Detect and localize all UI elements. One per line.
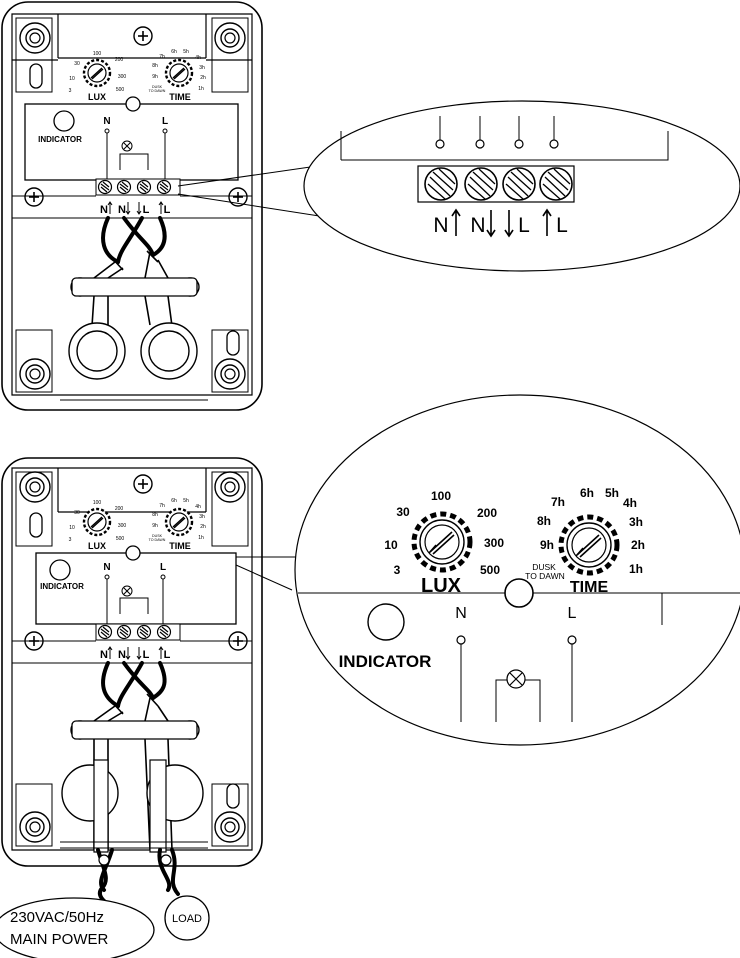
time-tick: 5h xyxy=(183,498,189,504)
time-tick: 1h xyxy=(198,535,204,541)
bottom-indicator-label: INDICATOR xyxy=(40,582,84,591)
bottom-lux-label: LUX xyxy=(88,541,106,551)
terminal-label: N xyxy=(100,649,108,661)
terminal-label: L xyxy=(164,204,171,216)
time-tick: 2h xyxy=(200,75,206,81)
bottom-l-label: L xyxy=(160,562,166,573)
terminal-label: N xyxy=(118,204,126,216)
zoom-time-label: TIME xyxy=(570,579,609,596)
main-power-line2: MAIN POWER xyxy=(10,931,109,948)
time-tick: 7h xyxy=(159,54,165,60)
time-tick: 2h xyxy=(200,524,206,530)
load-bubble xyxy=(164,895,210,941)
terminal-label: L xyxy=(164,649,171,661)
zoom-time-tick: 9h xyxy=(540,538,554,552)
zoom-terminal-label: N xyxy=(433,214,448,237)
time-tick: 7h xyxy=(159,503,165,509)
dusk-label: DUSK xyxy=(152,534,163,538)
zoom-dusk-label: TO DAWN xyxy=(525,571,565,581)
lux-tick: 10 xyxy=(69,525,75,531)
zoom-time-tick: 3h xyxy=(629,515,643,529)
zoom-time-tick: 7h xyxy=(551,495,565,509)
lux-tick: 3 xyxy=(69,88,72,94)
bottom-time-label: TIME xyxy=(169,541,191,551)
zoom-lux-label: LUX xyxy=(421,575,462,597)
top-indicator-label: INDICATOR xyxy=(38,135,82,144)
zoom-n-label: N xyxy=(455,605,467,622)
time-tick: 3h xyxy=(199,65,205,71)
zoom-lux-tick: 200 xyxy=(477,506,497,520)
zoom-indicator-label: INDICATOR xyxy=(339,652,432,671)
bottom-n-label: N xyxy=(103,562,110,573)
lux-tick: 300 xyxy=(118,74,127,80)
zoom-lux-tick: 30 xyxy=(396,505,410,519)
time-tick: 9h xyxy=(152,74,158,80)
zoom-lux-tick: 10 xyxy=(384,538,398,552)
load-label: LOAD xyxy=(172,913,202,925)
dusk-label: TO DAWN xyxy=(149,89,166,93)
zoom-time-tick: 8h xyxy=(537,514,551,528)
external-wiring: 230VAC/50Hz MAIN POWER LOAD xyxy=(0,848,210,958)
zoom-dusk-label: DUSK xyxy=(532,562,556,572)
indicator-led xyxy=(49,559,71,581)
zoom-time-tick: 2h xyxy=(631,538,645,552)
zoom-lux-tick: 100 xyxy=(431,489,451,503)
main-power-bubble xyxy=(0,897,155,958)
time-tick: 8h xyxy=(152,63,158,69)
indicator-led xyxy=(53,110,75,132)
time-tick: 9h xyxy=(152,523,158,529)
time-tick: 3h xyxy=(199,514,205,520)
time-tick: 8h xyxy=(152,512,158,518)
lux-tick: 500 xyxy=(116,87,125,93)
lux-tick: 100 xyxy=(93,51,102,57)
top-n-label: N xyxy=(103,116,110,127)
zoom-lux-tick: 300 xyxy=(484,536,504,550)
top-time-label: TIME xyxy=(169,92,191,102)
lux-tick: 500 xyxy=(116,536,125,542)
lux-tick: 30 xyxy=(74,61,80,67)
top-terminal-zoom: N N L L xyxy=(177,100,740,272)
zoom-l-label: L xyxy=(568,605,577,622)
zoom-indicator-led xyxy=(367,603,405,641)
zoom-terminal-label: N xyxy=(470,214,485,237)
dusk-label: TO DAWN xyxy=(149,538,166,542)
lux-tick: 10 xyxy=(69,76,75,82)
terminal-label: N xyxy=(100,204,108,216)
top-sensor-housing: LUX TIME 3 10 30 100 200 300 500 9h 8h 7… xyxy=(1,1,263,411)
zoom-time-tick: 1h xyxy=(629,562,643,576)
time-tick: 1h xyxy=(198,86,204,92)
zoom-terminal-label: L xyxy=(556,214,568,237)
zoom-lux-tick: 500 xyxy=(480,563,500,577)
lux-tick: 30 xyxy=(74,510,80,516)
lux-tick: 200 xyxy=(115,57,124,63)
zoom-time-tick: 4h xyxy=(623,496,637,510)
lux-tick: 300 xyxy=(118,523,127,529)
top-l-label: L xyxy=(162,116,168,127)
dusk-label: DUSK xyxy=(152,85,163,89)
lux-tick: 200 xyxy=(115,506,124,512)
zoom-terminal-label: L xyxy=(518,214,530,237)
time-tick: 4h xyxy=(195,504,201,510)
lux-tick: 100 xyxy=(93,500,102,506)
zoom-time-tick: 5h xyxy=(605,486,619,500)
time-tick: 6h xyxy=(171,49,177,55)
top-lux-label: LUX xyxy=(88,92,106,102)
main-power-line1: 230VAC/50Hz xyxy=(10,909,104,926)
time-tick: 6h xyxy=(171,498,177,504)
time-tick: 4h xyxy=(195,55,201,61)
bottom-sensor-housing: LUX TIME 3 10 30 100 200 300 500 9h 8h 7… xyxy=(1,457,263,867)
zoom-lux-tick: 3 xyxy=(394,563,401,577)
terminal-label: L xyxy=(143,204,150,216)
lux-tick: 3 xyxy=(69,537,72,543)
time-tick: 5h xyxy=(183,49,189,55)
terminal-label: L xyxy=(143,649,150,661)
bottom-dial-zoom: LUX TIME 3 10 30 100 200 300 500 9h 8h 7… xyxy=(235,394,740,746)
terminal-label: N xyxy=(118,649,126,661)
zoom-time-tick: 6h xyxy=(580,486,594,500)
